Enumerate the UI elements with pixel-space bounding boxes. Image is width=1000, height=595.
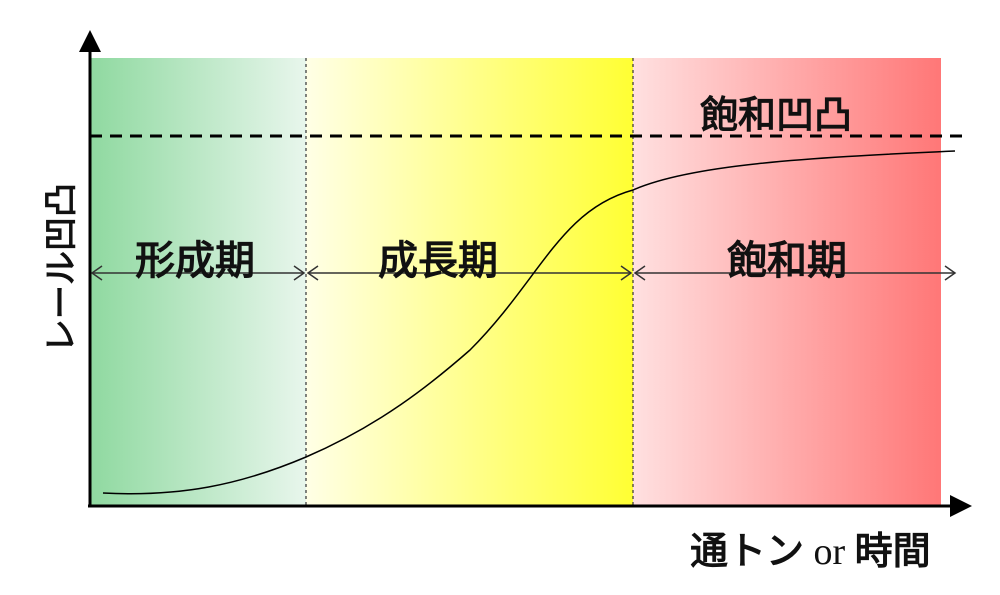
phase-span-arrows — [90, 265, 957, 281]
saturation-roughness-label: 飽和凹凸 — [700, 93, 853, 137]
x-axis-label-tonnage: 通トン — [690, 529, 805, 573]
y-axis-label: レール凹凸 — [41, 183, 82, 353]
x-axis-label-or: or — [804, 531, 855, 573]
rail-roughness-growth-curve — [102, 150, 956, 495]
growth-phase-label: 成長期 — [378, 238, 498, 284]
formation-phase-region — [90, 58, 306, 506]
growth-phase-region — [306, 58, 633, 506]
saturation-phase-label: 飽和期 — [727, 238, 847, 284]
formation-phase-label: 形成期 — [135, 238, 255, 284]
x-axis-arrowhead — [950, 495, 972, 517]
y-axis-arrowhead — [79, 30, 101, 52]
x-axis-label: 通トン or 時間 — [690, 520, 931, 575]
x-axis-label-time: 時間 — [854, 529, 931, 573]
saturation-phase-region — [633, 58, 941, 506]
